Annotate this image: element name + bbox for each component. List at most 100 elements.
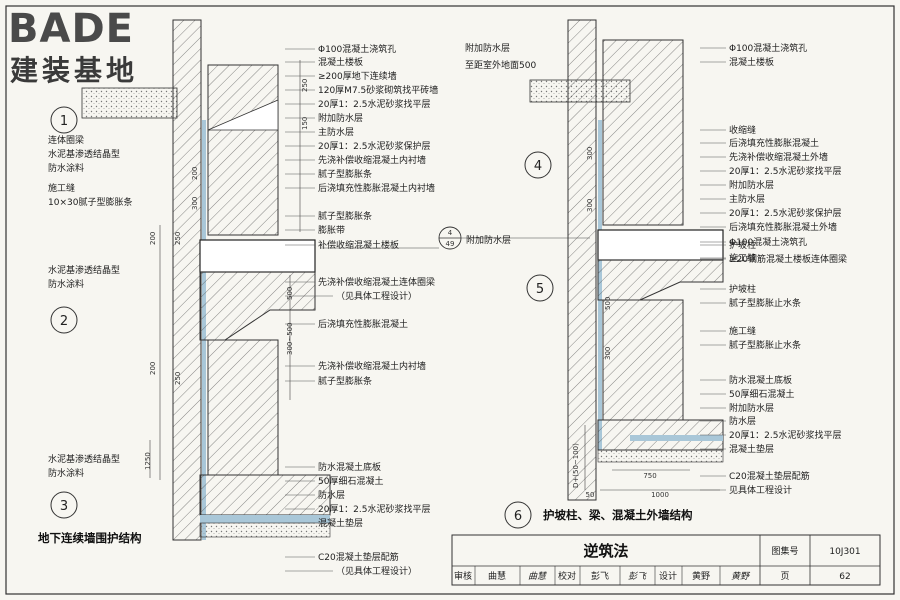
right-label-9: 20厚1：2.5水泥砂浆保护层 <box>729 207 842 219</box>
left-dims-b: 200 250 500 300~500 200 250 <box>149 232 294 385</box>
cushion-right <box>597 449 724 463</box>
right-label-17: 施工缝 <box>729 325 756 337</box>
right-label-8: 主防水层 <box>729 193 765 205</box>
caption-right: 护坡柱、梁、混凝土外墙结构 <box>543 508 693 522</box>
left-label-24: 混凝土垫层 <box>318 517 363 529</box>
dim-left-a-4: 200 <box>191 167 199 180</box>
dim-left-a-2: 150 <box>301 117 309 130</box>
lining-wall-lower <box>207 339 279 476</box>
right-top-label-1: 附加防水层 <box>465 42 510 54</box>
right-label-22: 防水层 <box>729 415 756 427</box>
left-label-7: 主防水层 <box>318 126 354 138</box>
dim-left-b-3: 500 <box>286 287 294 300</box>
right-label-3: 收缩缝 <box>729 124 756 136</box>
right-label-15: 护坡柱 <box>729 283 756 295</box>
ring-beam-left <box>199 271 316 341</box>
right-label-11: 护坡柱 <box>729 239 756 251</box>
left-label-9: 先浇补偿收缩混凝土内衬墙 <box>318 154 426 166</box>
ref-mark-bottom: 49 <box>446 240 455 248</box>
left-side-label-6: 水泥基渗透结晶型 <box>48 264 120 276</box>
design-signature: 黄野 <box>731 571 751 582</box>
review-name: 曲慧 <box>488 570 506 582</box>
right-label-12: 施工缝 <box>729 252 756 264</box>
dim-right-b-2: 500 <box>604 297 612 310</box>
diaphragm-wall <box>172 19 202 541</box>
ring-beam-right <box>597 259 724 301</box>
right-label-19: 防水混凝土底板 <box>729 374 792 386</box>
page-number: 62 <box>839 572 850 582</box>
circle-2: 2 <box>60 314 68 329</box>
cushion-left <box>199 522 331 538</box>
left-label-22: 防水层 <box>318 489 345 501</box>
dim-left-b-4: 300~500 <box>286 322 294 355</box>
right-label-14: ≥20钢筋混凝土楼板连体圈梁 <box>729 253 847 265</box>
left-dims-a: 250 150 300 200 <box>191 79 309 210</box>
dim-left-c-1: 1250 <box>144 452 152 470</box>
circle-6: 6 <box>514 509 522 524</box>
floor-slab-left <box>199 239 316 273</box>
dim-left-b-2: 250 <box>174 232 182 245</box>
right-label-16: 腻子型膨胀止水条 <box>729 297 801 309</box>
left-label-20: 防水混凝土底板 <box>318 461 381 473</box>
check-label: 校对 <box>558 570 576 582</box>
circle-5: 5 <box>536 282 544 297</box>
left-label-12: 腻子型膨胀条 <box>318 210 372 222</box>
design-label: 设计 <box>659 570 677 582</box>
left-label-3: ≥200厚地下连续墙 <box>318 70 397 82</box>
left-label-17: 后浇填充性膨胀混凝土 <box>318 318 408 330</box>
right-top-label-2: 至距室外地面500 <box>465 59 536 71</box>
dim-left-a-3: 300 <box>191 197 199 210</box>
check-name: 彭飞 <box>591 570 609 582</box>
review-label: 审核 <box>454 570 472 582</box>
left-label-14: 补偿收缩混凝土楼板 <box>318 239 399 251</box>
middle-label: 附加防水层 <box>466 234 511 246</box>
left-label-6: 附加防水层 <box>318 112 363 124</box>
circle-4: 4 <box>534 159 542 174</box>
right-label-6: 20厚1：2.5水泥砂浆找平层 <box>729 165 842 177</box>
left-label-19: 腻子型膨胀条 <box>318 375 372 387</box>
right-top-callouts: 附加防水层 至距室外地面500 <box>465 42 536 71</box>
left-side-callouts: 连体圈梁水泥基渗透结晶型防水涂料施工缝10×30腻子型膨胀条水泥基渗透结晶型防水… <box>48 134 132 479</box>
left-label-23: 20厚1：2.5水泥砂浆找平层 <box>318 503 431 515</box>
right-label-25: C20混凝土垫层配筋 <box>729 470 810 482</box>
left-dims-c: 1250 <box>144 452 152 470</box>
left-side-label-2: 水泥基渗透结晶型 <box>48 148 120 160</box>
right-label-13: Φ100混凝土浇筑孔 <box>729 236 807 248</box>
dim-left-b-1: 200 <box>149 232 157 245</box>
left-label-25: C20混凝土垫层配筋 <box>318 551 399 563</box>
left-side-label-8: 水泥基渗透结晶型 <box>48 453 120 465</box>
circle-3: 3 <box>60 499 68 514</box>
left-section-drawing <box>81 19 331 541</box>
slope-column <box>567 19 597 501</box>
left-label-2: 混凝土楼板 <box>318 56 363 68</box>
left-label-18: 先浇补偿收缩混凝土内衬墙 <box>318 360 426 372</box>
right-label-1: Φ100混凝土浇筑孔 <box>729 42 807 54</box>
dim-left-b-5: 200 <box>149 362 157 375</box>
left-label-1: Φ100混凝土浇筑孔 <box>318 43 396 55</box>
right-label-18: 腻子型膨胀止水条 <box>729 339 801 351</box>
atlas-number: 10J301 <box>829 547 860 557</box>
design-name: 黄野 <box>692 570 710 582</box>
outer-wall-upper <box>602 39 684 226</box>
drawing-title: 逆筑法 <box>583 542 628 560</box>
left-callouts: Φ100混凝土浇筑孔混凝土楼板≥200厚地下连续墙120厚M7.5砂浆砌筑找平砖… <box>285 43 438 577</box>
circle-1: 1 <box>60 114 68 129</box>
left-label-21: 50厚细石混凝土 <box>318 475 383 487</box>
right-label-21: 附加防水层 <box>729 402 774 414</box>
dim-right-a-1: 300 <box>586 147 594 160</box>
right-label-5: 先浇补偿收缩混凝土外墙 <box>729 151 828 163</box>
left-label-13: 膨胀带 <box>318 224 345 236</box>
right-label-4: 后浇填充性膨胀混凝土 <box>729 137 819 149</box>
page-label: 页 <box>780 571 789 582</box>
outer-wall-lower <box>602 299 684 421</box>
bottom-waterproof-left <box>200 515 330 523</box>
left-label-10: 腻子型膨胀条 <box>318 168 372 180</box>
left-side-label-9: 防水涂料 <box>48 467 84 479</box>
dim-left-a-1: 250 <box>301 79 309 92</box>
lining-wall-upper <box>207 64 279 236</box>
left-side-label-7: 防水涂料 <box>48 278 84 290</box>
sheet-border <box>5 5 895 595</box>
right-dims-c: 750 1000 50 D+(50~100) <box>572 443 669 499</box>
dim-right-b-3: 300 <box>604 347 612 360</box>
logo-text: BADE <box>8 6 134 52</box>
